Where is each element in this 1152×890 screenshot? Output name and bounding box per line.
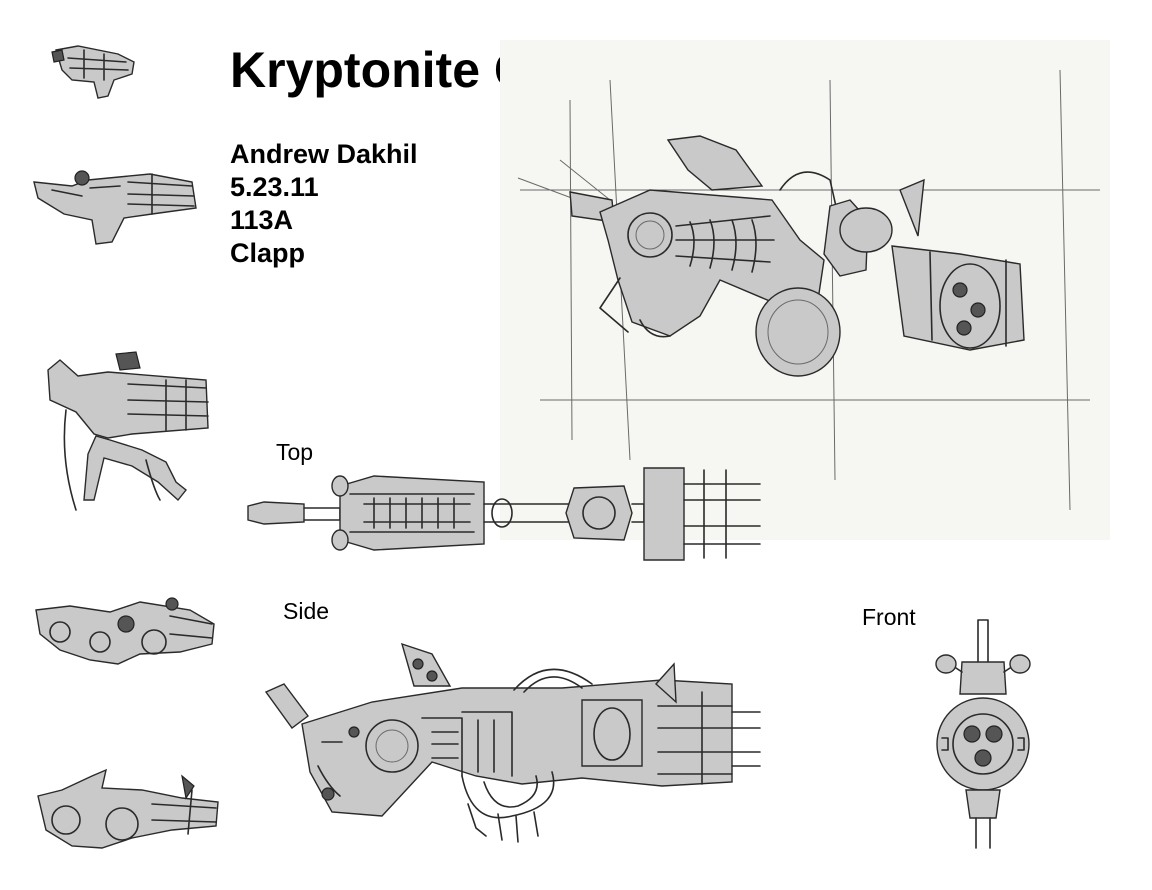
front-view-drawing [935, 619, 1031, 849]
drawing-date: 5.23.11 [230, 172, 319, 202]
thumbnail-sketch-1 [51, 45, 135, 99]
front-view-label: Front [862, 604, 916, 630]
side-view-drawing [264, 642, 761, 843]
top-view-drawing [247, 467, 761, 561]
top-view-label: Top [276, 439, 314, 465]
side-view-label: Side [283, 598, 330, 624]
thumbnail-sketch-3 [47, 351, 209, 511]
perspective-render [500, 40, 1110, 540]
thumbnail-sketch-4 [35, 597, 215, 665]
author-name: Andrew Dakhil [230, 139, 418, 169]
thumbnail-sketch-5 [37, 768, 219, 849]
instructor-name: Clapp [230, 238, 306, 268]
course-code: 113A [230, 205, 294, 235]
thumbnail-sketch-2 [33, 170, 197, 245]
author-block: Andrew Dakhil 5.23.11 113A Clapp [230, 138, 418, 270]
